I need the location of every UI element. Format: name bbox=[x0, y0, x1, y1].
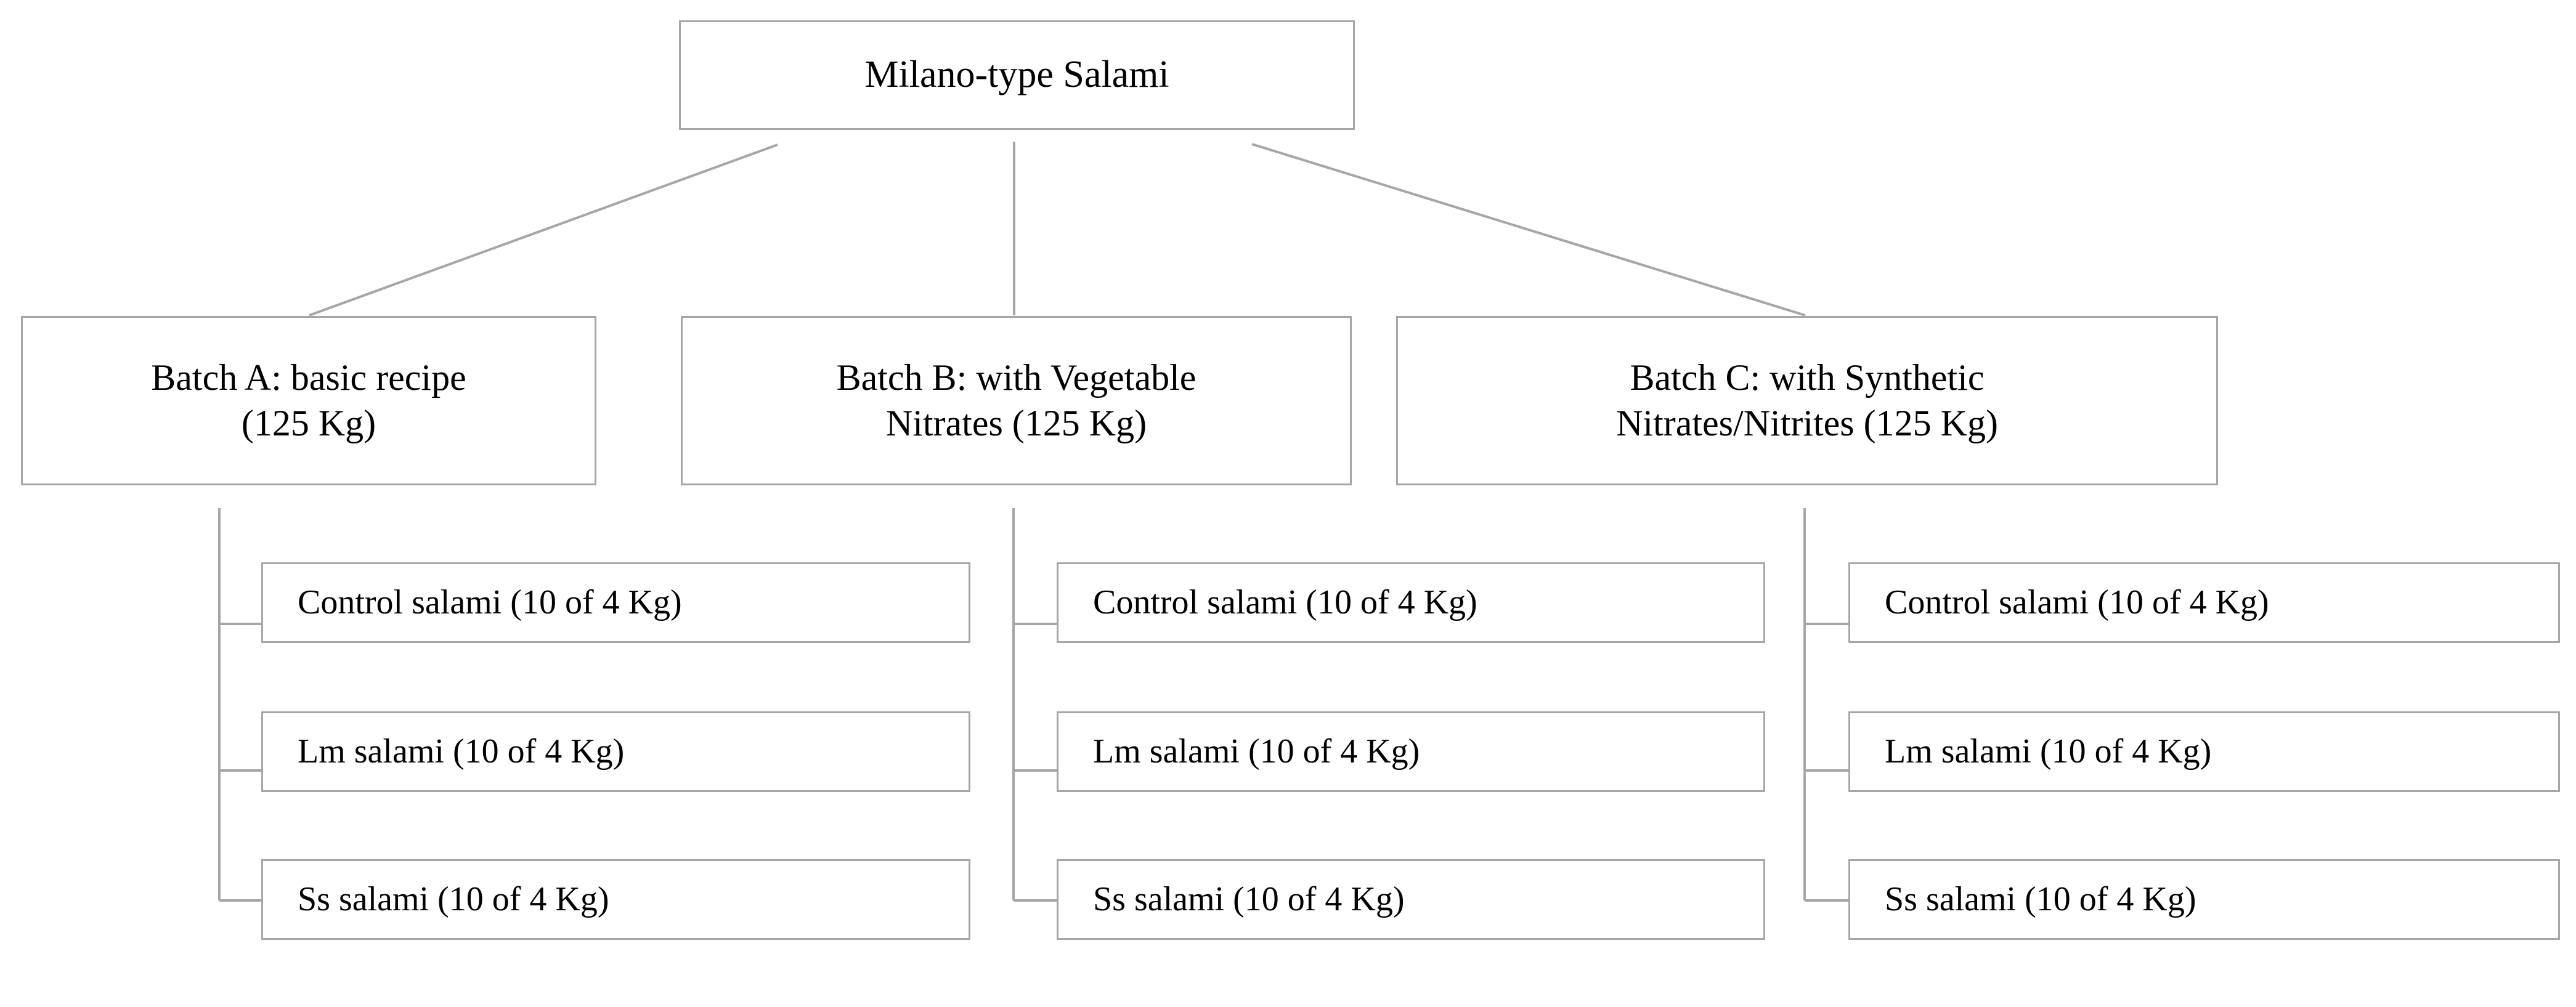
batch-node-a-label: Batch A: basic recipe (125 Kg) bbox=[151, 355, 466, 445]
leaf-node-a-ss[interactable]: Ss salami (10 of 4 Kg) bbox=[261, 859, 970, 940]
leaf-node-a-lm-label: Lm salami (10 of 4 Kg) bbox=[298, 732, 625, 771]
batch-node-b[interactable]: Batch B: with Vegetable Nitrates (125 Kg… bbox=[681, 316, 1352, 485]
leaf-node-b-control-label: Control salami (10 of 4 Kg) bbox=[1093, 583, 1477, 622]
batch-node-c-label: Batch C: with Synthetic Nitrates/Nitrite… bbox=[1616, 355, 1998, 445]
leaf-node-c-lm-label: Lm salami (10 of 4 Kg) bbox=[1885, 732, 2212, 771]
batch-node-a-line1: Batch A: basic recipe bbox=[151, 357, 466, 398]
leaf-node-a-lm[interactable]: Lm salami (10 of 4 Kg) bbox=[261, 711, 970, 792]
leaf-node-b-ss[interactable]: Ss salami (10 of 4 Kg) bbox=[1057, 859, 1765, 940]
leaf-node-c-control-label: Control salami (10 of 4 Kg) bbox=[1885, 583, 2269, 622]
batch-node-b-line2: Nitrates (125 Kg) bbox=[885, 402, 1147, 443]
leaf-node-c-ss[interactable]: Ss salami (10 of 4 Kg) bbox=[1848, 859, 2560, 940]
leaf-node-a-ss-label: Ss salami (10 of 4 Kg) bbox=[298, 880, 609, 919]
leaf-node-a-control-label: Control salami (10 of 4 Kg) bbox=[298, 583, 682, 622]
leaf-node-c-control[interactable]: Control salami (10 of 4 Kg) bbox=[1848, 562, 2560, 643]
leaf-node-c-lm[interactable]: Lm salami (10 of 4 Kg) bbox=[1848, 711, 2560, 792]
connector-root-to-batch-c bbox=[1251, 143, 1806, 317]
connector-root-to-batch-a bbox=[309, 144, 778, 317]
leaf-node-c-ss-label: Ss salami (10 of 4 Kg) bbox=[1885, 880, 2196, 919]
batch-node-a[interactable]: Batch A: basic recipe (125 Kg) bbox=[21, 316, 596, 485]
batch-node-b-label: Batch B: with Vegetable Nitrates (125 Kg… bbox=[837, 355, 1197, 445]
batch-node-c-line2: Nitrates/Nitrites (125 Kg) bbox=[1616, 402, 1998, 443]
leaf-node-b-control[interactable]: Control salami (10 of 4 Kg) bbox=[1057, 562, 1765, 643]
leaf-node-b-lm[interactable]: Lm salami (10 of 4 Kg) bbox=[1057, 711, 1765, 792]
batch-node-c-line1: Batch C: with Synthetic bbox=[1630, 357, 1985, 398]
leaf-node-a-control[interactable]: Control salami (10 of 4 Kg) bbox=[261, 562, 970, 643]
leaf-node-b-ss-label: Ss salami (10 of 4 Kg) bbox=[1093, 880, 1405, 919]
batch-node-b-line1: Batch B: with Vegetable bbox=[836, 357, 1197, 398]
root-node[interactable]: Milano-type Salami bbox=[679, 20, 1355, 130]
leaf-node-b-lm-label: Lm salami (10 of 4 Kg) bbox=[1093, 732, 1420, 771]
batch-node-a-line2: (125 Kg) bbox=[241, 402, 376, 443]
root-node-label: Milano-type Salami bbox=[864, 54, 1169, 96]
batch-node-c[interactable]: Batch C: with Synthetic Nitrates/Nitrite… bbox=[1396, 316, 2218, 485]
